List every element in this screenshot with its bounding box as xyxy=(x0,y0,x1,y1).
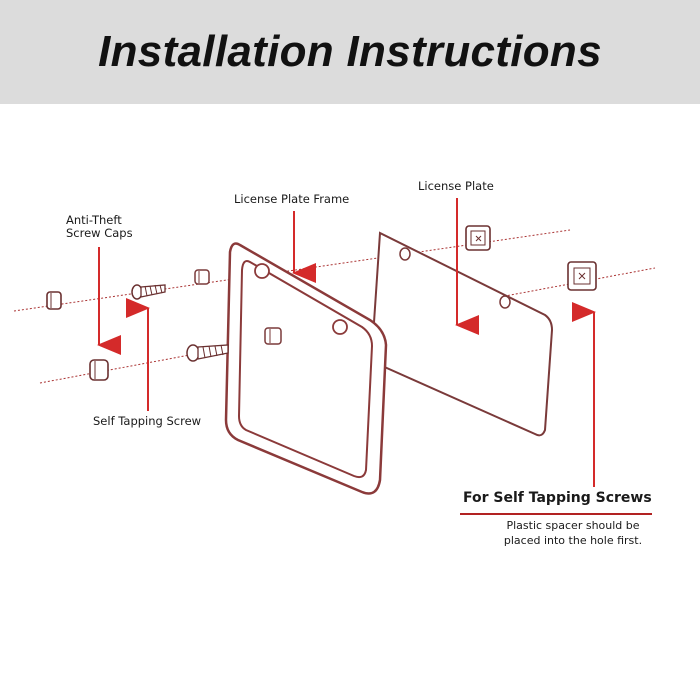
license-plate-frame xyxy=(224,242,388,495)
screw-cap-upper xyxy=(46,291,62,310)
clip-nut-upper xyxy=(465,225,491,251)
note-body-line2: placed into the hole first. xyxy=(503,534,643,547)
clip-nut-lower xyxy=(567,261,597,291)
label-frame: License Plate Frame xyxy=(234,192,350,206)
label-screw-caps-line2: Screw Caps xyxy=(66,226,133,240)
license-plate xyxy=(370,231,554,437)
label-plate: License Plate xyxy=(418,179,494,193)
screw-lower xyxy=(186,344,229,362)
header-banner: Installation Instructions xyxy=(0,0,700,104)
page-title: Installation Instructions xyxy=(98,27,602,76)
label-screw-caps: Anti-Theft Screw Caps xyxy=(66,214,133,240)
spacer-upper xyxy=(194,269,210,285)
note-title: For Self Tapping Screws xyxy=(463,490,652,506)
screw-upper xyxy=(131,284,166,300)
spacer-lower xyxy=(264,327,282,345)
note-body: Plastic spacer should be placed into the… xyxy=(488,518,658,548)
screw-cap-lower xyxy=(89,359,109,381)
label-screw-caps-line1: Anti-Theft xyxy=(66,213,122,227)
label-screw: Self Tapping Screw xyxy=(93,414,202,428)
note-body-line1: Plastic spacer should be xyxy=(506,519,640,532)
